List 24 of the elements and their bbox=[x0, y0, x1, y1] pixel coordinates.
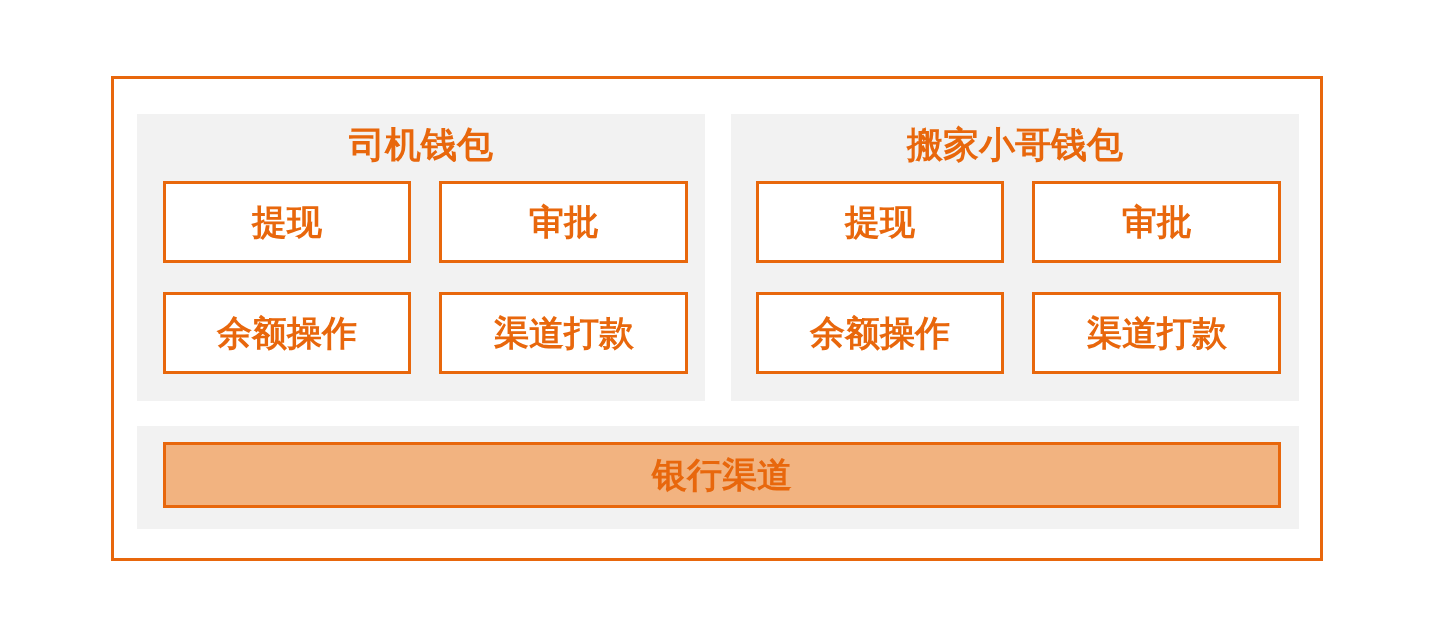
module-box bbox=[756, 181, 1004, 263]
panel-title: 司机钱包 bbox=[349, 123, 493, 167]
module-box bbox=[439, 292, 688, 374]
wallet-panel bbox=[137, 114, 705, 401]
module-label: 审批 bbox=[528, 201, 599, 243]
module-box bbox=[439, 181, 688, 263]
module-box bbox=[1032, 181, 1281, 263]
module-label: 银行渠道 bbox=[652, 454, 792, 496]
module-label: 审批 bbox=[1121, 201, 1192, 243]
bank-channel-box bbox=[163, 442, 1281, 508]
module-label: 余额操作 bbox=[810, 312, 950, 354]
module-box bbox=[163, 181, 411, 263]
module-label: 提现 bbox=[252, 201, 322, 243]
module-label: 渠道打款 bbox=[493, 312, 634, 354]
module-label: 余额操作 bbox=[217, 312, 357, 354]
module-label: 渠道打款 bbox=[1086, 312, 1227, 354]
outer-frame bbox=[111, 76, 1323, 561]
module-box bbox=[163, 292, 411, 374]
wallet-panel bbox=[731, 114, 1299, 401]
panel-title: 搬家小哥钱包 bbox=[907, 123, 1123, 167]
channel-band bbox=[137, 426, 1299, 529]
module-label: 提现 bbox=[845, 201, 915, 243]
module-box bbox=[1032, 292, 1281, 374]
module-box bbox=[756, 292, 1004, 374]
